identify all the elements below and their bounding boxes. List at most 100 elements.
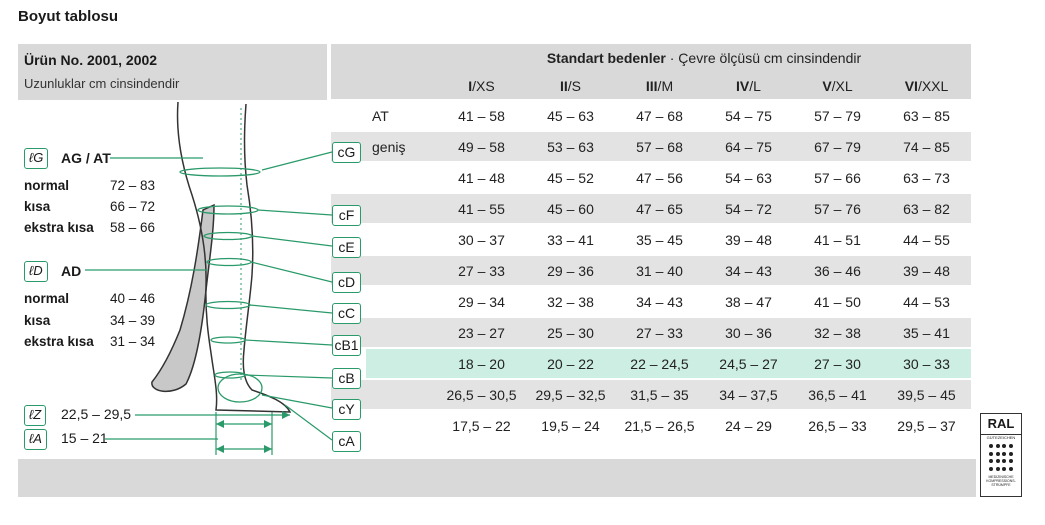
header-blank	[366, 44, 437, 72]
table-cell: 36 – 46	[793, 254, 882, 286]
table-cell: 38 – 47	[704, 285, 793, 317]
table-cell: 39 – 48	[704, 223, 793, 255]
circumference-note: · Çevre ölçüsü cm cinsindendir	[665, 50, 862, 66]
table-cell: 57 – 66	[793, 161, 882, 193]
row-variant	[366, 192, 437, 224]
table-cell: 30 – 37	[437, 223, 526, 255]
lG-label: ekstra kısa	[24, 220, 94, 235]
table-cell: 41 – 51	[793, 223, 882, 255]
table-cell: 54 – 63	[704, 161, 793, 193]
size-header-row: I/XS II/S III/M IV/L V/XL VI/XXL	[331, 72, 971, 100]
row-variant: geniş	[366, 130, 437, 162]
size-header: IV/L	[704, 72, 793, 100]
size-header: III/M	[615, 72, 704, 100]
header-blank	[331, 44, 366, 72]
table-cell: 74 – 85	[882, 130, 971, 162]
cF-label: cF	[332, 205, 361, 226]
table-cell: 47 – 65	[615, 192, 704, 224]
table-cell: 27 – 33	[437, 254, 526, 286]
size-header: V/XL	[793, 72, 882, 100]
cB1-label: cB1	[332, 335, 361, 356]
lD-label: ekstra kısa	[24, 334, 94, 349]
table-cell: 63 – 82	[882, 192, 971, 224]
table-cell: 44 – 53	[882, 285, 971, 317]
ral-subtitle: GÜTEZEICHEN	[986, 435, 1016, 440]
cB1-ring	[210, 336, 246, 344]
size-header: I/XS	[437, 72, 526, 100]
lG-label: normal	[24, 178, 70, 193]
table-cell: 47 – 68	[615, 99, 704, 131]
table-row: 23 – 27 25 – 30 27 – 33 30 – 36 32 – 38 …	[331, 316, 971, 348]
row-variant	[366, 347, 437, 379]
table-cell: 26,5 – 30,5	[437, 378, 526, 410]
table-row: 26,5 – 30,5 29,5 – 32,5 31,5 – 35 34 – 3…	[331, 378, 971, 410]
lD-badge: ℓD	[24, 261, 48, 282]
front-leg-outline	[176, 101, 292, 413]
lD-label: kısa	[24, 313, 51, 328]
row-variant	[366, 316, 437, 348]
lG-badge: ℓG	[24, 148, 49, 169]
lG-value: 72 – 83	[110, 178, 156, 193]
table-cell: 57 – 79	[793, 99, 882, 131]
table-cell: 54 – 72	[704, 192, 793, 224]
table-cell: 34 – 37,5	[704, 378, 793, 410]
table-row: 41 – 48 45 – 52 47 – 56 54 – 63 57 – 66 …	[331, 161, 971, 193]
lD-label: normal	[24, 291, 70, 306]
table-cell: 41 – 48	[437, 161, 526, 193]
cD-label: cD	[332, 272, 361, 293]
cE-label: cE	[332, 237, 361, 258]
cA-label: cA	[332, 431, 361, 452]
header-blank	[331, 72, 366, 100]
size-table: Standart bedenler · Çevre ölçüsü cm cins…	[331, 44, 971, 441]
table-cell: 67 – 79	[793, 130, 882, 162]
table-cell: 27 – 33	[615, 316, 704, 348]
ral-quality-seal: RAL GÜTEZEICHEN MEDIZINISCHE KOMPRESSION…	[980, 413, 1022, 497]
lG-label: kısa	[24, 199, 51, 214]
table-cell: 41 – 58	[437, 99, 526, 131]
table-cell: 31,5 – 35	[615, 378, 704, 410]
standard-sizes-label: Standart bedenler	[546, 50, 666, 66]
cG-label: cG	[332, 142, 361, 163]
table-cell: 39,5 – 45	[882, 378, 971, 410]
table-cell: 29 – 34	[437, 285, 526, 317]
table-cell: 44 – 55	[882, 223, 971, 255]
table-row: 30 – 37 33 – 41 35 – 45 39 – 48 41 – 51 …	[331, 223, 971, 255]
table-cell: 30 – 33	[882, 347, 971, 379]
table-cell: 53 – 63	[526, 130, 615, 162]
cB-label: cB	[332, 368, 361, 389]
table-cell: 32 – 38	[793, 316, 882, 348]
lD-value: 40 – 46	[110, 291, 156, 306]
row-variant	[366, 285, 437, 317]
ral-bottom-text: MEDIZINISCHE KOMPRESSIONS-STRÜMPFE	[986, 475, 1016, 487]
table-row: AT 41 – 58 45 – 63 47 – 68 54 – 75 57 – …	[331, 99, 971, 131]
table-cell: 54 – 75	[704, 99, 793, 131]
lZ-value: 22,5 – 29,5	[61, 406, 132, 422]
table-cell: 17,5 – 22	[437, 409, 526, 441]
table-cell: 41 – 50	[793, 285, 882, 317]
table-cell: 29,5 – 37	[882, 409, 971, 441]
product-header: Ürün No. 2001, 2002 Uzunluklar cm cinsin…	[18, 44, 327, 100]
table-cell: 57 – 68	[615, 130, 704, 162]
cY-ring	[217, 373, 263, 403]
table-cell: 21,5 – 26,5	[615, 409, 704, 441]
table-cell: 39 – 48	[882, 254, 971, 286]
table-cell: 63 – 85	[882, 99, 971, 131]
table-cell: 24 – 29	[704, 409, 793, 441]
table-cell: 18 – 20	[437, 347, 526, 379]
table-header-title: Standart bedenler · Çevre ölçüsü cm cins…	[437, 44, 971, 72]
table-row: 17,5 – 22 19,5 – 24 21,5 – 26,5 24 – 29 …	[331, 409, 971, 441]
table-cell: 29,5 – 32,5	[526, 378, 615, 410]
bottom-band	[18, 459, 976, 497]
lZ-badge: ℓZ	[24, 405, 47, 426]
cG-ring	[179, 167, 261, 177]
table-cell: 63 – 73	[882, 161, 971, 193]
table-row: 27 – 33 29 – 36 31 – 40 34 – 43 36 – 46 …	[331, 254, 971, 286]
table-cell: 45 – 63	[526, 99, 615, 131]
table-cell: 31 – 40	[615, 254, 704, 286]
table-cell: 57 – 76	[793, 192, 882, 224]
lG-value: 58 – 66	[110, 220, 156, 235]
row-variant	[366, 223, 437, 255]
table-cell: 29 – 36	[526, 254, 615, 286]
lG-title: AG / AT	[61, 150, 111, 166]
lA-value: 15 – 21	[61, 430, 108, 446]
